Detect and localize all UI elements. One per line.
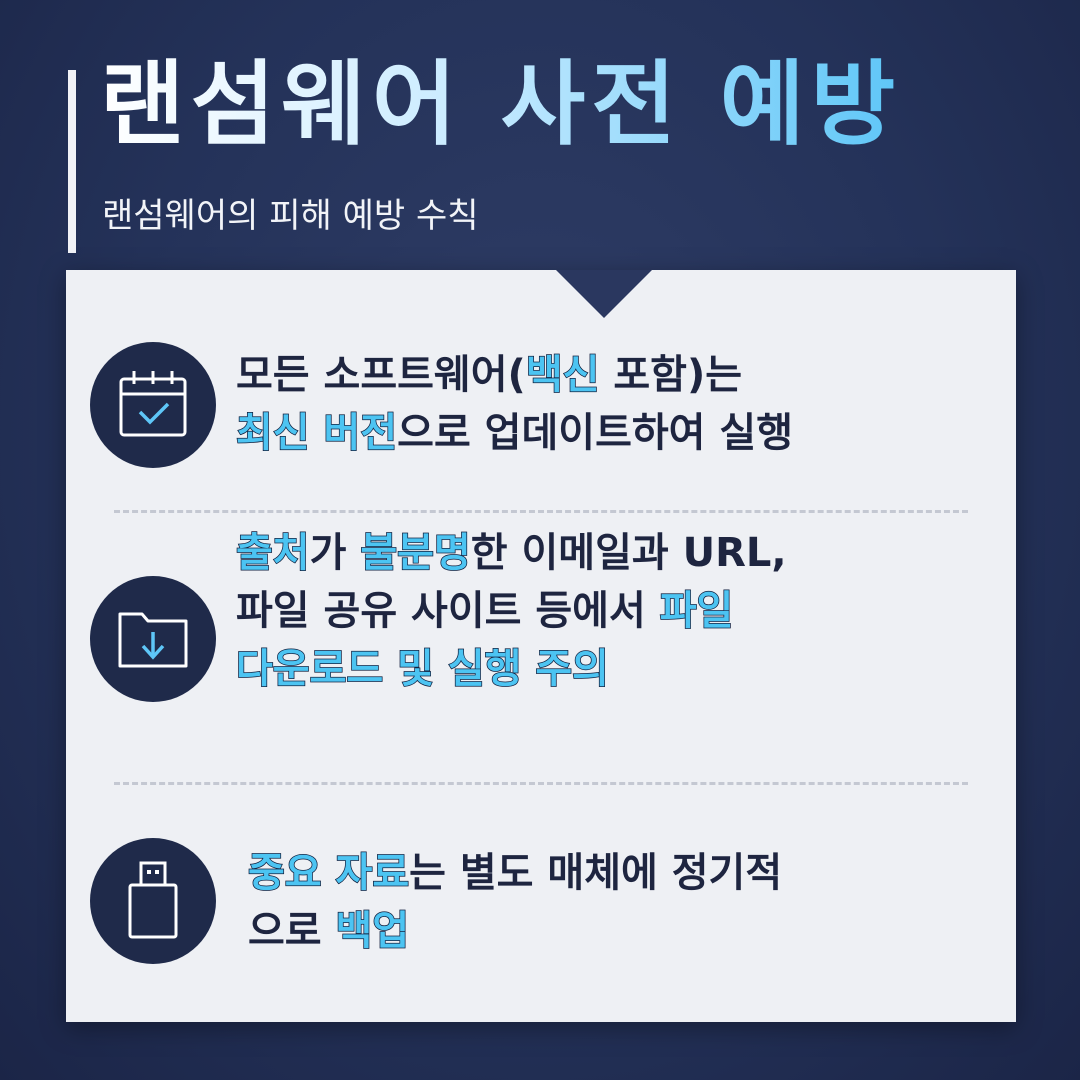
tip-text-segment: 는 별도 매체에 정기적 (409, 850, 783, 896)
highlight-text: 불분명 (360, 529, 472, 577)
divider (114, 782, 968, 785)
icon-circle (90, 576, 216, 702)
highlight-text: 파일 (659, 587, 734, 635)
tip-text-segment: 으로 업데이트하여 실행 (397, 410, 793, 456)
tip-text-segment: 으로 (248, 908, 336, 954)
highlight-text: 다운로드 및 실행 주의 (235, 645, 609, 693)
icon-circle (90, 838, 216, 964)
folder-download-icon (118, 612, 188, 668)
highlight-text: 중요 자료 (247, 849, 410, 897)
usb-drive-icon (128, 861, 178, 939)
highlight-text: 백신 (525, 351, 600, 399)
card-notch (556, 270, 652, 318)
tip-text-segment: 모든 소프트웨어( (236, 352, 526, 398)
calendar-check-icon (119, 371, 187, 437)
icon-circle (90, 342, 216, 468)
page-subtitle: 랜섬웨어의 피해 예방 수칙 (102, 196, 479, 236)
highlight-text: 출처 (235, 529, 310, 577)
page-title: 랜섬웨어 사전 예방 (100, 51, 902, 158)
tip-text-segment: 파일 공유 사이트 등에서 (236, 588, 660, 634)
tip-text-segment: 가 (309, 530, 361, 576)
highlight-text: 최신 버전 (235, 409, 398, 457)
highlight-text: 백업 (335, 907, 410, 955)
tip-text-segment: 한 이메일과 URL, (470, 530, 787, 576)
divider (114, 510, 968, 513)
title-accent-bar (68, 70, 76, 253)
tip-text-segment: 포함)는 (599, 352, 743, 398)
